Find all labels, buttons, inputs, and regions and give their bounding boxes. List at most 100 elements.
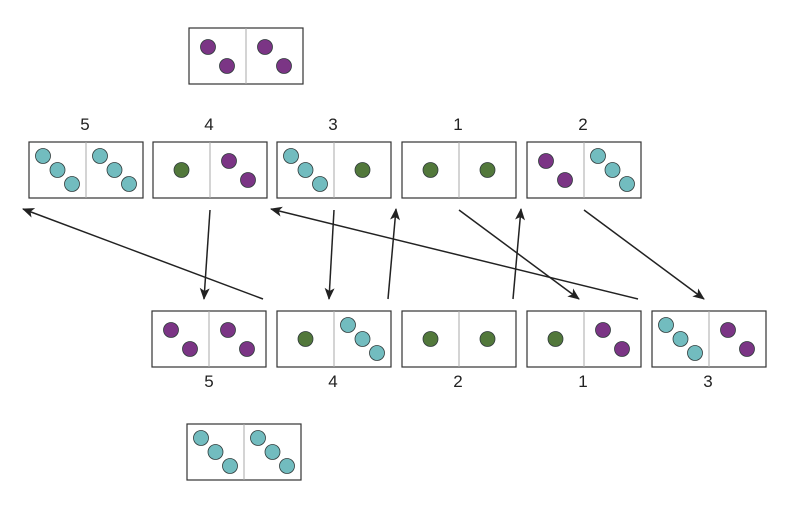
domino-right-half xyxy=(92,148,137,192)
purple-dot xyxy=(240,172,256,188)
top-label-5: 2 xyxy=(578,115,588,134)
purple-dot xyxy=(720,322,736,338)
teal-dot xyxy=(687,345,703,361)
arrows-layer xyxy=(22,206,705,300)
teal-dot xyxy=(264,444,281,460)
teal-dot xyxy=(49,162,66,178)
domino-left-half xyxy=(538,153,573,188)
purple-dot xyxy=(739,341,755,357)
teal-dot xyxy=(369,345,385,361)
arrow-1 xyxy=(199,209,211,300)
teal-dot xyxy=(354,331,371,347)
domino-left-half xyxy=(422,331,439,347)
arrow-8 xyxy=(270,206,639,300)
green-dot xyxy=(479,162,496,178)
purple-dot xyxy=(219,58,235,74)
teal-dot xyxy=(672,331,689,347)
domino-right-half xyxy=(221,153,256,188)
teal-dot xyxy=(590,148,606,164)
domino-right-half xyxy=(590,148,635,192)
bottom-domino-3 xyxy=(401,310,517,368)
teal-dot xyxy=(64,176,80,192)
bottom-domino-4 xyxy=(526,310,642,368)
teal-dot xyxy=(604,162,621,178)
top-label-3: 3 xyxy=(328,115,338,134)
green-dot xyxy=(547,331,564,347)
bottom-label-2: 4 xyxy=(328,372,338,391)
purple-dot xyxy=(182,341,198,357)
teal-dot xyxy=(658,317,674,333)
purple-dot xyxy=(239,341,255,357)
domino-left-half xyxy=(173,162,190,178)
arrow-5 xyxy=(458,209,580,300)
green-dot xyxy=(297,331,314,347)
green-dot xyxy=(422,331,439,347)
bottom-domino-2 xyxy=(276,310,392,368)
purple-dot xyxy=(163,322,179,338)
domino-right-half xyxy=(479,162,496,178)
teal-dot xyxy=(106,162,123,178)
bottom-domino-5 xyxy=(651,310,767,368)
domino-right-half xyxy=(479,331,496,347)
teal-dot xyxy=(340,317,356,333)
purple-dot xyxy=(614,341,630,357)
top-label-1: 5 xyxy=(80,115,90,134)
domino-left-half xyxy=(193,430,238,474)
top-domino-2 xyxy=(152,141,268,199)
top-label-4: 1 xyxy=(453,115,463,134)
teal-dot xyxy=(619,176,635,192)
top-domino-5 xyxy=(526,141,642,199)
green-dot xyxy=(354,162,371,178)
domino-left-half xyxy=(200,39,235,74)
bottom-label-5: 3 xyxy=(703,372,713,391)
domino-right-half xyxy=(354,162,371,178)
top-domino-4 xyxy=(401,141,517,199)
domino-right-half xyxy=(250,430,295,474)
domino-left-half xyxy=(283,148,328,192)
teal-dot xyxy=(250,430,266,446)
purple-dot xyxy=(257,39,273,55)
green-dot xyxy=(422,162,439,178)
arrow-7 xyxy=(583,209,705,300)
teal-dot xyxy=(279,458,295,474)
domino-left-half xyxy=(163,322,198,357)
domino-right-half xyxy=(720,322,755,357)
teal-dot xyxy=(297,162,314,178)
domino-right-half xyxy=(220,322,255,357)
arrow-6 xyxy=(512,208,526,300)
domino-left-half xyxy=(422,162,439,178)
domino-right-half xyxy=(257,39,292,74)
arrow-4 xyxy=(387,208,401,300)
top-domino-1 xyxy=(28,141,144,199)
arrow-2 xyxy=(22,208,264,300)
teal-dot xyxy=(207,444,224,460)
domino-left-half xyxy=(35,148,80,192)
teal-dot xyxy=(312,176,328,192)
green-dot xyxy=(173,162,190,178)
bottom-extra-domino xyxy=(186,423,302,481)
domino-left-half xyxy=(547,331,564,347)
teal-dot xyxy=(222,458,238,474)
green-dot xyxy=(479,331,496,347)
bottom-domino-1 xyxy=(151,310,267,368)
bottom-label-4: 1 xyxy=(578,372,588,391)
domino-left-half xyxy=(297,331,314,347)
top-label-2: 4 xyxy=(204,115,214,134)
teal-dot xyxy=(193,430,209,446)
purple-dot xyxy=(220,322,236,338)
teal-dot xyxy=(121,176,137,192)
purple-dot xyxy=(200,39,216,55)
purple-dot xyxy=(557,172,573,188)
teal-dot xyxy=(92,148,108,164)
purple-dot xyxy=(595,322,611,338)
domino-left-half xyxy=(658,317,703,361)
purple-dot xyxy=(538,153,554,169)
teal-dot xyxy=(35,148,51,164)
domino-right-half xyxy=(340,317,385,361)
purple-dot xyxy=(276,58,292,74)
purple-dot xyxy=(221,153,237,169)
teal-dot xyxy=(283,148,299,164)
dominoes-layer xyxy=(28,27,767,481)
